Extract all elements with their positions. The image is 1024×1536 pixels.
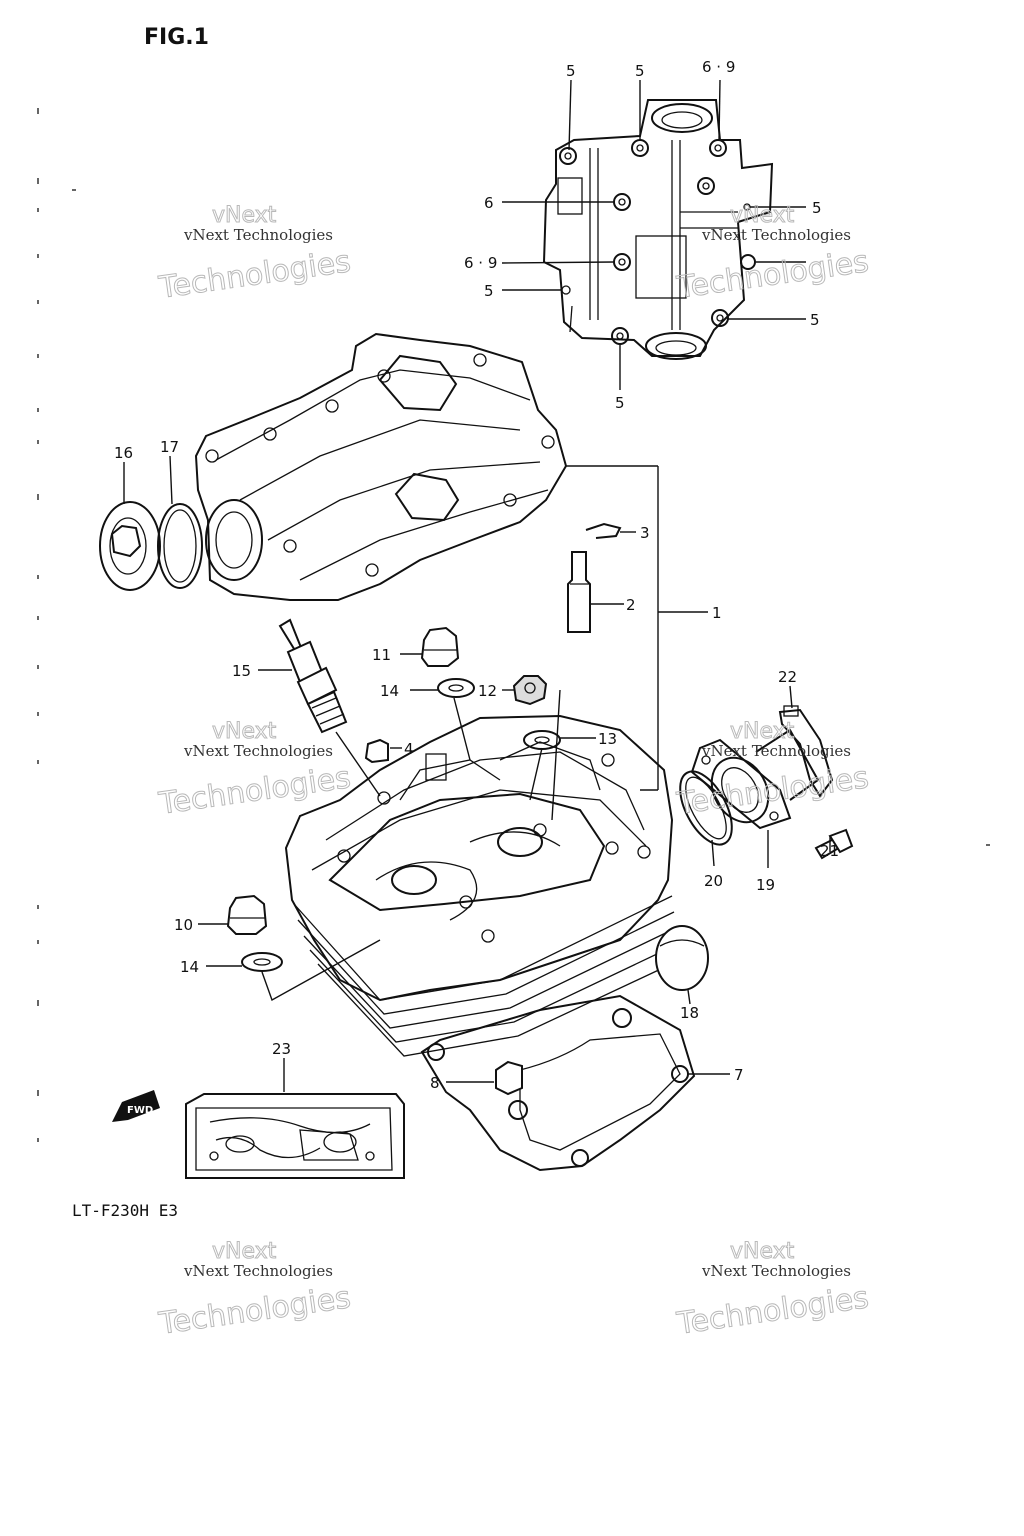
cylinder-head — [284, 714, 681, 1057]
intake-clamp — [778, 705, 834, 798]
callout-5-bottom: 5 — [615, 394, 625, 412]
svg-text:vNext: vNext — [212, 719, 277, 744]
watermark-2: vNext vNext Technologies Technologies — [674, 203, 872, 307]
callout-13: 13 — [598, 730, 617, 748]
svg-text:Technologies: Technologies — [674, 244, 871, 306]
svg-text:vNext: vNext — [212, 203, 277, 228]
cap-nut-upper — [420, 626, 460, 667]
callout-16: 16 — [114, 444, 133, 462]
stud-axis-3 — [529, 747, 543, 801]
spark-plug — [278, 618, 348, 734]
inset-leaders — [501, 79, 806, 390]
callout-20: 20 — [704, 872, 723, 890]
inspection-cap — [655, 925, 709, 991]
svg-text:vNext Technologies: vNext Technologies — [183, 226, 333, 244]
washer-lower — [241, 952, 283, 972]
svg-text:vNext: vNext — [730, 719, 795, 744]
svg-text:vNext Technologies: vNext Technologies — [183, 1262, 333, 1280]
callout-2: 2 — [626, 596, 636, 614]
forward-arrow-icon: FWD — [112, 1090, 160, 1122]
svg-text:Technologies: Technologies — [156, 244, 353, 306]
svg-text:vNext Technologies: vNext Technologies — [701, 226, 851, 244]
leader-18 — [687, 989, 691, 1005]
callout-5-left: 5 — [484, 282, 494, 300]
callout-11: 11 — [372, 646, 391, 664]
callout-6: 6 — [484, 194, 494, 212]
valve-guide — [567, 551, 591, 633]
intake-o-ring — [679, 770, 733, 846]
svg-text:vNext Technologies: vNext Technologies — [701, 1262, 851, 1280]
spark-plug-axis — [335, 731, 381, 797]
callout-8: 8 — [430, 1074, 440, 1092]
watermark-6: vNext vNext Technologies Technologies — [674, 1239, 872, 1343]
svg-text:Technologies: Technologies — [156, 760, 353, 822]
svg-text:vNext Technologies: vNext Technologies — [183, 742, 333, 760]
dowel-pin-upper — [364, 738, 389, 764]
figure-title: FIG.1 — [144, 25, 209, 50]
svg-text:vNext: vNext — [730, 203, 795, 228]
svg-text:vNext: vNext — [730, 1239, 795, 1264]
model-label: LT-F230H E3 — [72, 1201, 178, 1220]
callout-10: 10 — [174, 916, 193, 934]
cylinder-head-cover — [194, 332, 568, 601]
callout-18: 18 — [680, 1004, 699, 1022]
callout-14-upper: 14 — [380, 682, 399, 700]
callout-6-9-left: 6 · 9 — [464, 254, 497, 272]
callout-21: 21 — [820, 842, 839, 860]
o-ring — [157, 503, 203, 589]
cylinder-head-underside-view — [542, 99, 774, 360]
svg-text:vNext: vNext — [212, 1239, 277, 1264]
callout-7: 7 — [734, 1066, 744, 1084]
valve-guide-clip — [585, 522, 622, 539]
leader-22 — [789, 685, 793, 709]
callout-4: 4 — [404, 740, 414, 758]
flange-nut — [512, 675, 548, 706]
cap-nut-lower — [226, 894, 268, 935]
callout-5-bolt-top-left: 5 — [566, 62, 576, 80]
callout-5-right-lower: 5 — [810, 311, 820, 329]
stud-axis-2 — [551, 689, 561, 821]
callout-6-9-top: 6 · 9 — [702, 58, 735, 76]
watermark-5: vNext vNext Technologies Technologies — [156, 1239, 354, 1343]
head-gasket — [420, 994, 696, 1172]
gasket-set — [185, 1093, 405, 1179]
callout-5-bolt-top-mid: 5 — [635, 62, 645, 80]
svg-text:FWD: FWD — [127, 1105, 153, 1116]
cap-plug — [99, 501, 161, 591]
leader-20 — [711, 839, 715, 867]
svg-text:vNext Technologies: vNext Technologies — [701, 742, 851, 760]
part-1-bracket — [566, 465, 708, 791]
callout-5-right-upper: 5 — [812, 199, 822, 217]
svg-text:Technologies: Technologies — [674, 1280, 871, 1342]
watermark-1: vNext vNext Technologies Technologies — [156, 203, 354, 307]
callout-19: 19 — [756, 876, 775, 894]
stud-axis-1 — [453, 697, 471, 761]
callout-12: 12 — [478, 682, 497, 700]
scan-edge-marks — [37, 108, 990, 1142]
callout-15: 15 — [232, 662, 251, 680]
leader-17 — [169, 455, 173, 505]
dowel-pin-lower — [495, 1060, 523, 1096]
callout-3: 3 — [640, 524, 650, 542]
washer-upper — [437, 678, 475, 698]
callout-14-lower: 14 — [180, 958, 199, 976]
svg-text:Technologies: Technologies — [156, 1280, 353, 1342]
callout-23: 23 — [272, 1040, 291, 1058]
stud-axis-lower — [261, 939, 381, 1002]
callout-1: 1 — [712, 604, 722, 622]
callout-22: 22 — [778, 668, 797, 686]
intake-pipe — [690, 728, 820, 830]
callout-17: 17 — [160, 438, 179, 456]
